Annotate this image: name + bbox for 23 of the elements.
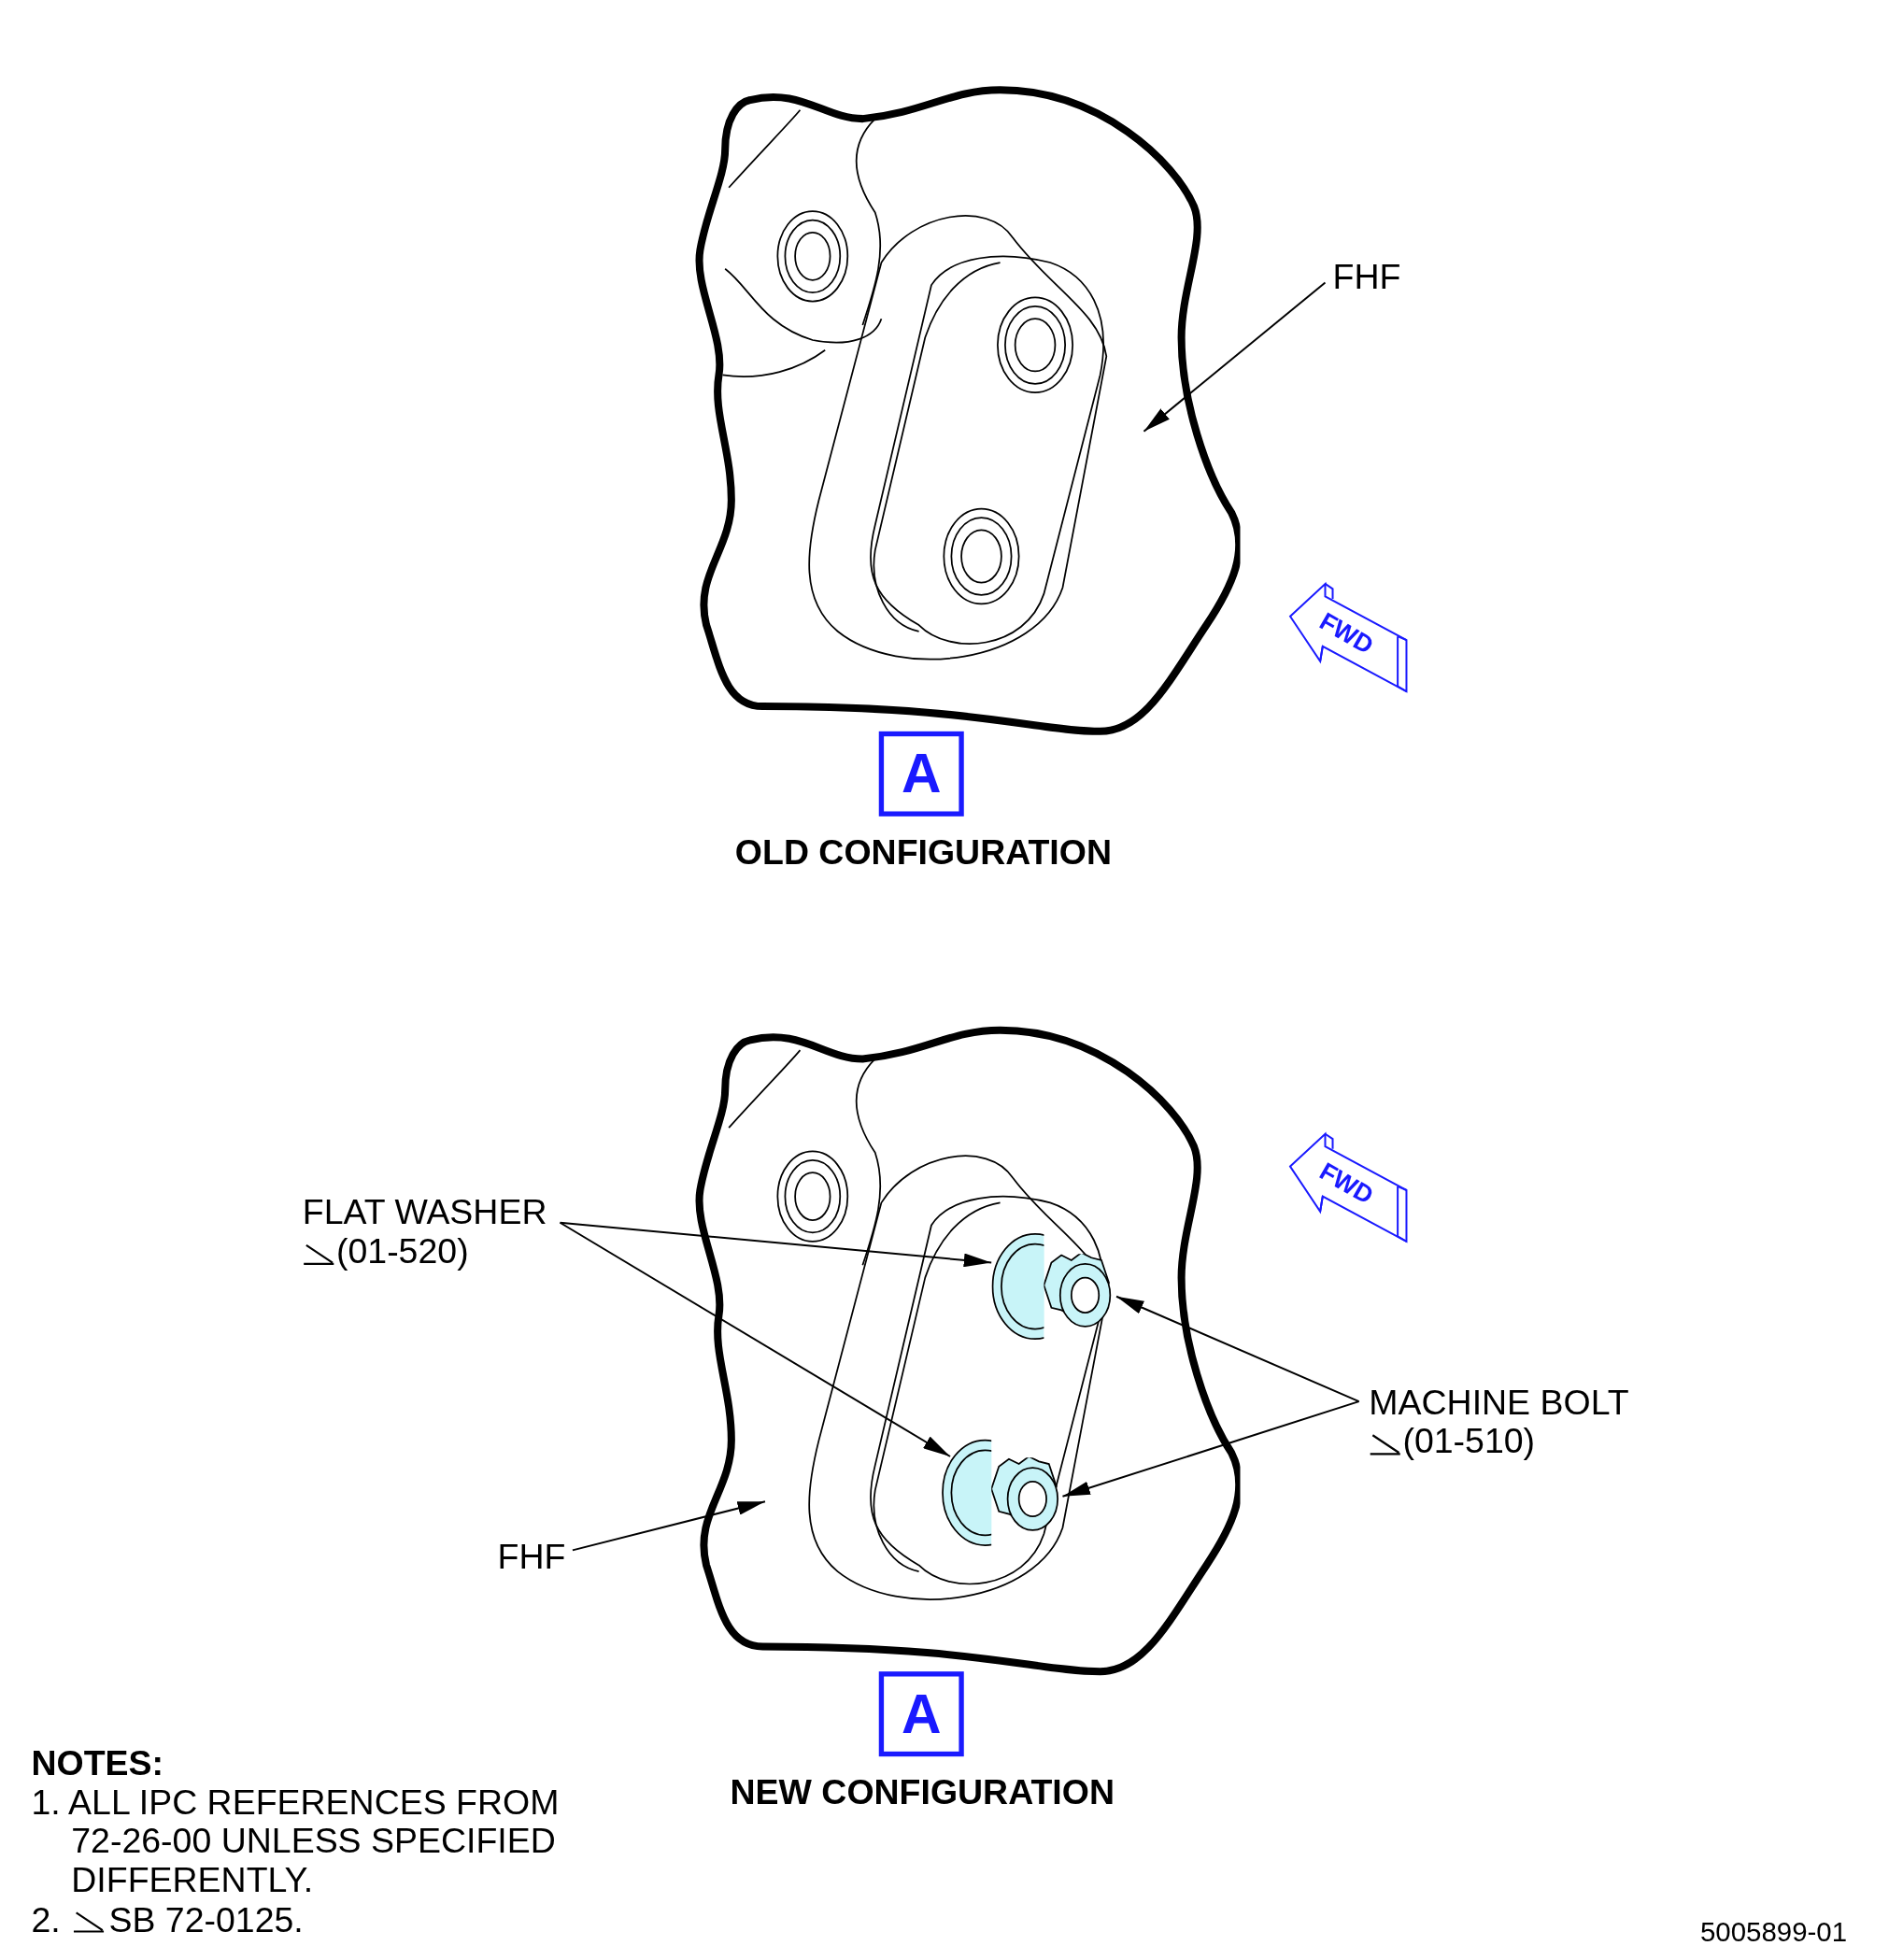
leader-line [560,1221,992,1268]
leader-line [560,1221,951,1457]
note-text: 1. ALL IPC REFERENCES FROM 72-26-00 UNLESS SPECIFIED DIFFERENTLY. [31,1782,561,1899]
part-label: FHF [1332,257,1401,297]
leader-line [1062,1400,1359,1498]
direction-label: FWD [1314,1157,1379,1210]
view-letter: A [878,1671,964,1757]
part-label: FHF [497,1538,566,1577]
direction-label: FWD [1314,606,1379,660]
reference-number: (01-510) [1402,1421,1537,1460]
drawing-number: 5005899-01 [1699,1915,1848,1950]
reference-number: (01-520) [336,1231,470,1271]
view-letter: A [878,731,964,817]
leader-line [1115,1295,1359,1403]
part-label: MACHINE BOLT [1369,1383,1629,1422]
view-caption: OLD CONFIGURATION [734,832,1112,872]
note-text: SB 72-0125. [108,1900,304,1939]
part-label: FLAT WASHER [302,1192,547,1232]
notes-heading: NOTES: [31,1743,163,1783]
note-number: 2. [31,1900,61,1939]
view-caption: NEW CONFIGURATION [730,1772,1115,1812]
leader-line [1143,281,1327,433]
leader-line [572,1500,766,1552]
